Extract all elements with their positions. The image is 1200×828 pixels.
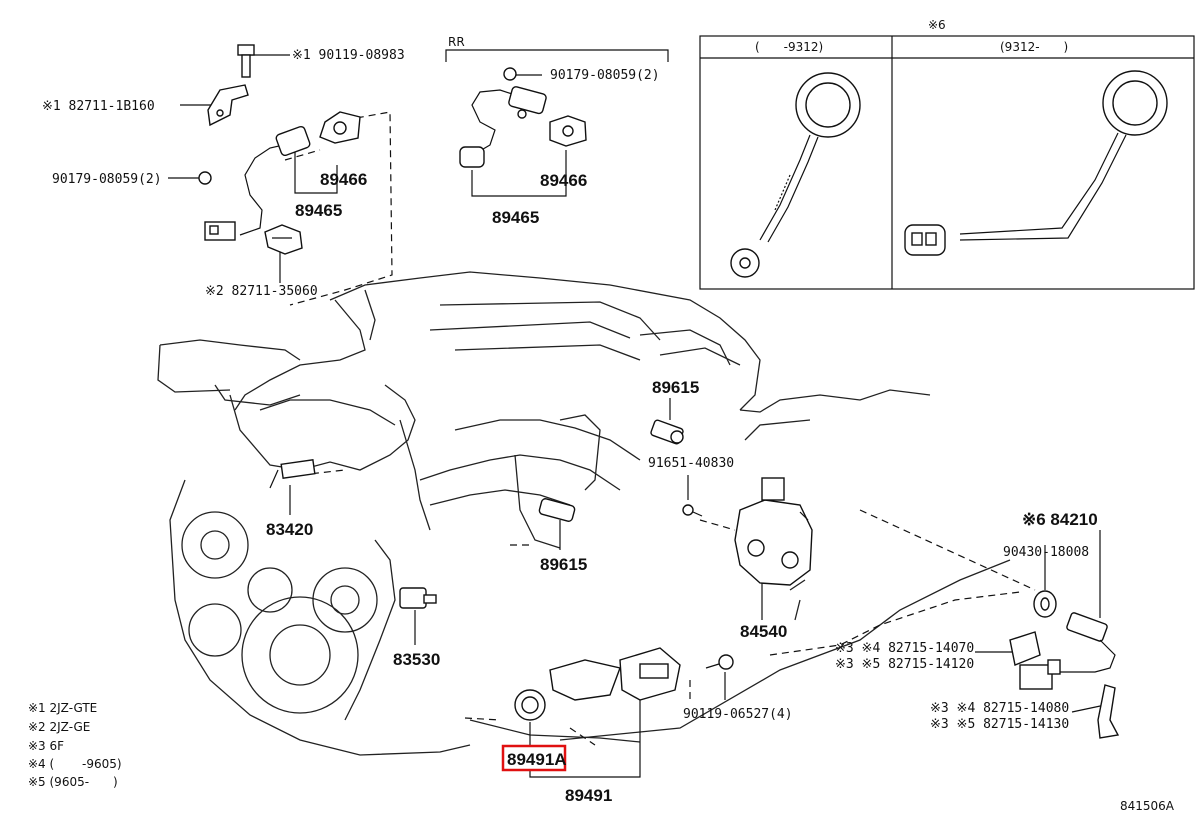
label-89465-left[interactable]: 89465 (295, 201, 342, 220)
label-rr-heading: RR (448, 35, 465, 49)
label-89466-rr[interactable]: 89466 (540, 171, 587, 190)
switch-84210-part[interactable] (1060, 612, 1116, 673)
bolt-90119-06527-part[interactable] (705, 654, 734, 670)
label-89615-top[interactable]: 89615 (652, 378, 699, 397)
label-82711-35060[interactable]: ※2 82711-35060 (205, 284, 318, 299)
legend-item-4: ※4 ( -9605) (28, 757, 122, 771)
label-82715-14070[interactable]: ※3 ※4 82715-14070 (835, 641, 974, 656)
nut-90179-08059-rr-part[interactable] (503, 67, 517, 81)
temp-sensor-83420-part[interactable] (269, 459, 316, 489)
bolt-90119-08983-part[interactable] (237, 44, 255, 78)
sensor-89615-bottom-part[interactable] (538, 498, 576, 522)
label-84540[interactable]: 84540 (740, 622, 787, 641)
gasket-89466-rr-part[interactable] (549, 115, 587, 147)
connector-84210-part[interactable] (1019, 659, 1061, 690)
label-box-heading: ※6 (928, 18, 946, 32)
part-labels: ※1 90119-08983 ※1 82711-1B160 90179-0805… (42, 18, 1175, 813)
knock-sensor-late-part[interactable] (904, 70, 1168, 256)
oil-pressure-switch-83530-part[interactable] (399, 587, 437, 609)
label-90119-08983[interactable]: ※1 90119-08983 (292, 48, 405, 63)
crank-sensor-89491-part[interactable] (549, 647, 681, 701)
legend-item-2: ※2 2JZ-GE (28, 720, 90, 734)
switch-84540-part[interactable] (734, 477, 813, 586)
label-89465-rr[interactable]: 89465 (492, 208, 539, 227)
label-diagram-code: 841506A (1120, 799, 1175, 813)
label-82715-14130[interactable]: ※3 ※5 82715-14130 (930, 717, 1069, 732)
washer-90430-18008-part[interactable] (1033, 590, 1057, 618)
oxygen-sensor-89465-left-part[interactable] (204, 125, 311, 241)
legend: ※1 2JZ-GTE ※2 2JZ-GE ※3 6F ※4 ( -9605) ※… (28, 701, 122, 789)
label-91651-40830[interactable]: 91651-40830 (648, 456, 734, 471)
legend-item-1: ※1 2JZ-GTE (28, 701, 97, 715)
bracket-82711-1b160-part[interactable] (207, 84, 249, 127)
label-89615-bottom[interactable]: 89615 (540, 555, 587, 574)
knock-sensor-early-part[interactable] (730, 72, 861, 278)
clip-82711-35060-part[interactable] (264, 224, 303, 255)
label-89466-left[interactable]: 89466 (320, 170, 367, 189)
label-82711-1b160[interactable]: ※1 82711-1B160 (42, 99, 155, 114)
label-89491[interactable]: 89491 (565, 786, 612, 805)
legend-item-3: ※3 6F (28, 739, 64, 753)
label-84210[interactable]: ※6 84210 (1022, 510, 1098, 529)
label-82715-14080[interactable]: ※3 ※4 82715-14080 (930, 701, 1069, 716)
label-89491a[interactable]: 89491A (507, 750, 567, 769)
label-90119-06527[interactable]: 90119-06527(4) (683, 707, 793, 722)
label-90179-08059-rr[interactable]: 90179-08059(2) (550, 68, 660, 83)
label-83530[interactable]: 83530 (393, 650, 440, 669)
engine-block-outline (157, 271, 1011, 756)
clamp-82715-14070-part[interactable] (1009, 631, 1041, 666)
label-90430-18008[interactable]: 90430-18008 (1003, 545, 1089, 560)
clamp-82715-14080-part[interactable] (1097, 684, 1120, 739)
nut-90179-08059-left-part[interactable] (198, 171, 212, 185)
label-83420[interactable]: 83420 (266, 520, 313, 539)
highlight-box-89491a (501, 744, 567, 772)
label-box-left-range: ( -9312) (755, 40, 823, 54)
bolt-91651-40830-part[interactable] (682, 504, 703, 517)
legend-item-5: ※5 (9605- ) (28, 775, 118, 789)
sensor-89615-top-part[interactable] (650, 419, 684, 445)
gasket-89466-left-part[interactable] (319, 111, 361, 144)
label-82715-14120[interactable]: ※3 ※5 82715-14120 (835, 657, 974, 672)
label-box-right-range: (9312- ) (1000, 40, 1068, 54)
label-90179-08059-left[interactable]: 90179-08059(2) (52, 172, 162, 187)
o-ring-89491a-part[interactable] (514, 689, 546, 721)
oxygen-sensor-89465-rr-part[interactable] (459, 86, 547, 168)
